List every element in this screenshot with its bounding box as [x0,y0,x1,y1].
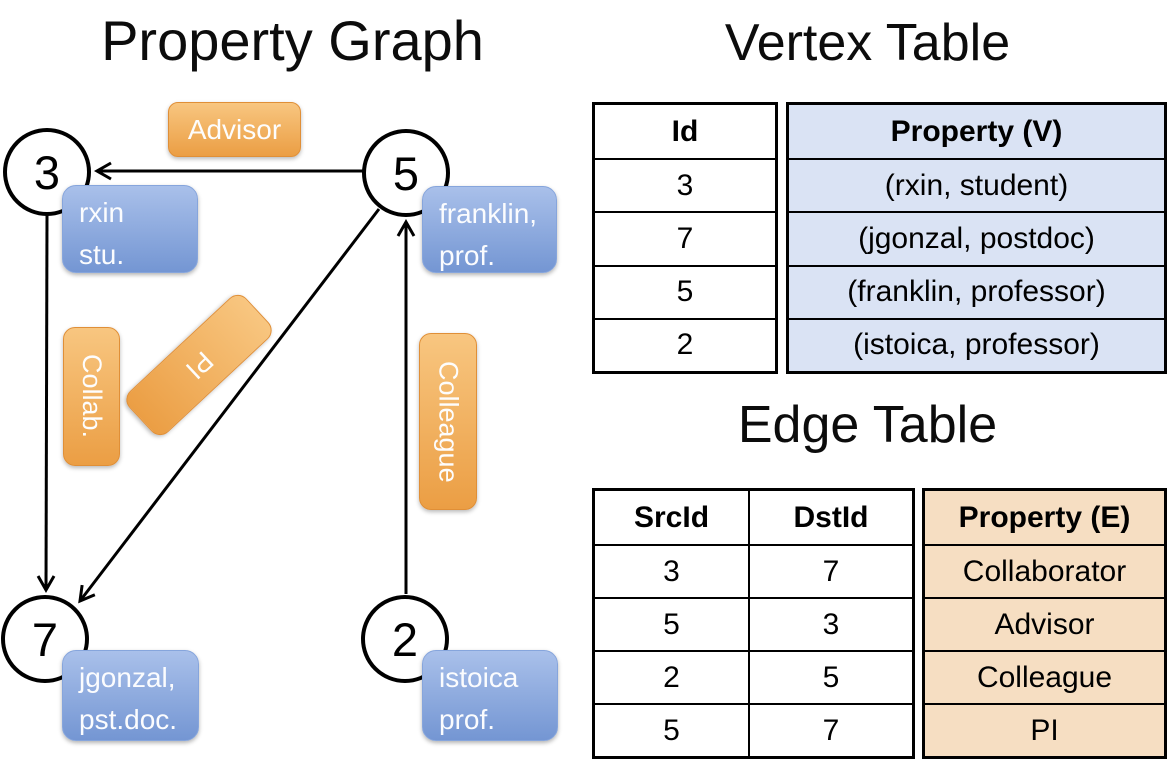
edge-label-advisor: Advisor [168,102,301,157]
edge-label-colleague: Colleague [419,333,477,510]
table-cell: Colleague [925,650,1164,703]
vertex-property-box-franklin: franklin, prof. [422,186,557,273]
vertex-node-2: 2 [361,595,449,683]
property-line: pst.doc. [79,704,178,735]
vertex-node-3-id: 3 [33,145,61,199]
table-cell: 7 [748,544,912,597]
property-line: franklin, [439,198,538,229]
property-line: jgonzal, [79,662,176,693]
table-cell: 3 [595,544,748,597]
property-line: prof. [439,704,496,735]
edge-table-header-property: Property (E) [925,491,1164,544]
graph-edges [36,161,416,604]
table-cell: (istoica, professor) [789,317,1164,371]
table-cell: (franklin, professor) [789,264,1164,318]
vertex-node-5-id: 5 [392,146,420,200]
edge-table-header-dstid: DstId [748,491,912,544]
table-cell: 5 [595,703,748,756]
property-graph-title: Property Graph [101,9,484,72]
vertex-table-property-column: Property (V) (rxin, student) (jgonzal, p… [786,102,1167,374]
table-cell: 5 [595,597,748,650]
edge-label-collaborator: Collab. [63,327,120,466]
vertex-property-box-istoica: istoica prof. [422,650,558,741]
edge-label-collaborator-text: Collab. [77,354,107,439]
property-line: prof. [439,240,496,271]
property-line: rxin [79,197,125,228]
property-line: istoica [439,662,519,693]
vertex-node-5: 5 [362,129,450,217]
table-cell: 2 [595,317,775,371]
edge-table-id-columns: SrcId DstId 3 7 5 3 2 5 5 7 [592,488,915,759]
vertex-table-title: Vertex Table [724,14,1011,72]
table-cell: 5 [595,264,775,318]
table-cell: 7 [595,211,775,264]
vertex-node-2-id: 2 [391,612,419,666]
table-cell: 7 [748,703,912,756]
table-cell: PI [925,703,1164,756]
vertex-node-7-id: 7 [31,612,59,666]
vertex-table-header-property: Property (V) [789,105,1164,159]
edge-table-title: Edge Table [737,396,998,454]
property-line: stu. [79,239,125,270]
edge-label-pi-text: PI [179,345,219,386]
vertex-property-box-rxin: rxin stu. [62,185,198,273]
vertex-table-id-column: Id 3 7 5 2 [592,102,778,374]
edge-label-advisor-text: Advisor [187,113,282,145]
edge-table-property-column: Property (E) Collaborator Advisor Collea… [922,488,1167,759]
edge-3-to-7-arrow [36,214,56,594]
table-cell: 5 [748,650,912,703]
table-cell: 2 [595,650,748,703]
vertex-table-header-id: Id [671,114,699,148]
vertex-property-box-jgonzal: jgonzal, pst.doc. [62,650,199,741]
table-cell: 3 [595,158,775,211]
edge-table-header-srcid: SrcId [633,500,710,534]
edge-5-to-7-arrow [78,208,381,604]
table-cell: Collaborator [925,544,1164,597]
table-cell: 3 [748,597,912,650]
table-cell: (rxin, student) [789,158,1164,212]
table-cell: Advisor [925,597,1164,650]
edge-label-colleague-text: Colleague [433,360,464,483]
table-cell: (jgonzal, postdoc) [789,211,1164,265]
